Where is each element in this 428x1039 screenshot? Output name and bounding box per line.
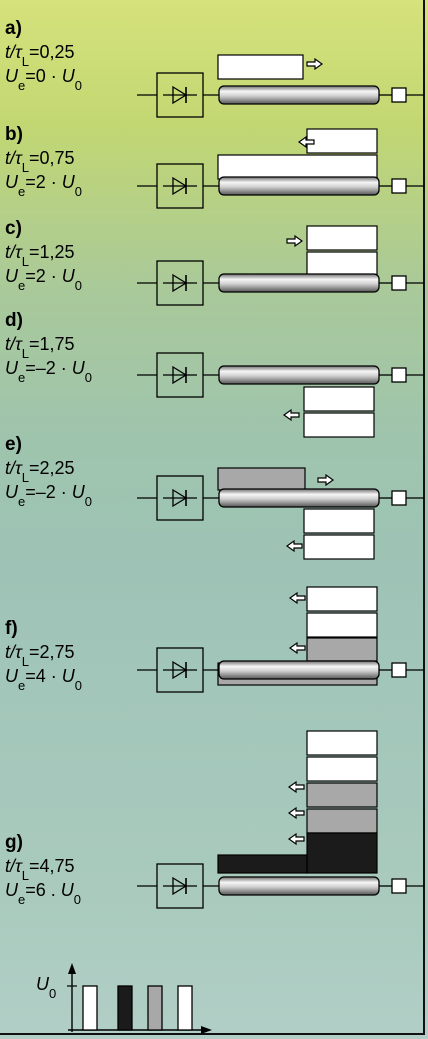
line-terminal-icon (391, 87, 407, 103)
voltage-label: Ue=2 · U0 (5, 172, 82, 199)
diode-symbol-icon (156, 72, 204, 118)
hollow-arrow-icon (286, 234, 304, 248)
legend-pulse-white (82, 985, 98, 1031)
charge-cell (306, 251, 378, 277)
diode-triangle (172, 176, 188, 196)
stage-letter: c) (5, 218, 22, 239)
cable-cylinder (218, 176, 380, 196)
legend-pulse-black (117, 985, 133, 1031)
line-terminal-icon (391, 275, 407, 291)
hollow-arrow-icon (285, 539, 303, 553)
legend-pulse-white (177, 985, 193, 1031)
cable-cylinder (218, 365, 380, 385)
time-label: t/τL=4,75 (5, 856, 75, 883)
time-label: t/τL=1,75 (5, 334, 75, 361)
charge-cell (306, 808, 378, 834)
legend-y-arrowhead (68, 963, 76, 974)
stage-letter: d) (5, 310, 23, 331)
diode-symbol-icon (156, 647, 204, 693)
charge-cell (303, 412, 375, 438)
cable-cylinder (218, 488, 380, 508)
charge-cell (303, 386, 375, 412)
charge-cell (217, 854, 308, 874)
legend-axis-label: U0 (36, 974, 56, 1001)
line-terminal-icon (391, 178, 407, 194)
line-terminal-icon (391, 662, 407, 678)
diode-triangle (172, 85, 188, 105)
hollow-arrow-icon (287, 780, 305, 794)
diode-symbol-icon (156, 475, 204, 521)
charge-cell (217, 154, 378, 180)
voltage-label: Ue=0 · U0 (5, 66, 82, 93)
legend-x-arrowhead (201, 1026, 212, 1034)
charge-cell (306, 128, 378, 154)
legend-pulse-grey (147, 985, 163, 1031)
diode-triangle (172, 273, 188, 293)
charge-cell (303, 508, 375, 534)
stage-letter: f) (5, 618, 18, 639)
stage-letter: b) (5, 124, 23, 145)
time-label: t/τL=1,25 (5, 242, 75, 269)
hollow-arrow-icon (288, 641, 306, 655)
diode-triangle (172, 365, 188, 385)
charge-cell (306, 730, 378, 756)
charge-cell (217, 467, 306, 491)
line-terminal-icon (391, 490, 407, 506)
time-label: t/τL=2,75 (5, 642, 75, 669)
voltage-label: Ue=–2 · U0 (5, 358, 92, 385)
line-terminal-icon (391, 878, 407, 894)
diode-symbol-icon (156, 863, 204, 909)
hollow-arrow-icon (306, 57, 324, 71)
charge-cell (303, 534, 375, 560)
voltage-label: Ue=6 . U0 (5, 880, 81, 907)
stage-letter: a) (5, 18, 22, 39)
charge-cell (306, 225, 378, 251)
legend-group: U0 (36, 963, 212, 1034)
charge-cell (306, 756, 378, 782)
charge-cell (306, 612, 378, 638)
hollow-arrow-icon (287, 806, 305, 820)
charge-cell (306, 832, 378, 874)
hollow-arrow-icon (297, 135, 315, 149)
diode-triangle (172, 660, 188, 680)
time-label: t/τL=2,25 (5, 458, 75, 485)
cable-cylinder (218, 85, 380, 105)
time-label: t/τL=0,75 (5, 148, 75, 175)
line-terminal-icon (391, 367, 407, 383)
charge-cell (306, 637, 378, 662)
stage-letter: g) (5, 832, 23, 853)
stage-letter: e) (5, 434, 22, 455)
hollow-arrow-icon (282, 408, 300, 422)
diode-triangle (172, 488, 188, 508)
hollow-arrow-icon (288, 591, 306, 605)
charge-cell (217, 54, 304, 80)
cable-cylinder (218, 660, 380, 680)
hollow-arrow-icon (287, 832, 305, 846)
time-label: t/τL=0,25 (5, 42, 75, 69)
voltage-label: Ue=4 · U0 (5, 666, 82, 693)
diode-triangle (172, 876, 188, 896)
diode-symbol-icon (156, 352, 204, 398)
voltage-label: Ue=2 · U0 (5, 266, 82, 293)
cable-cylinder (218, 876, 380, 896)
voltage-label: Ue=–2 · U0 (5, 482, 92, 509)
diode-symbol-icon (156, 260, 204, 306)
diode-symbol-icon (156, 163, 204, 209)
charge-cell (306, 586, 378, 612)
hollow-arrow-icon (317, 473, 335, 487)
cable-cylinder (218, 273, 380, 293)
charge-cell (306, 782, 378, 808)
